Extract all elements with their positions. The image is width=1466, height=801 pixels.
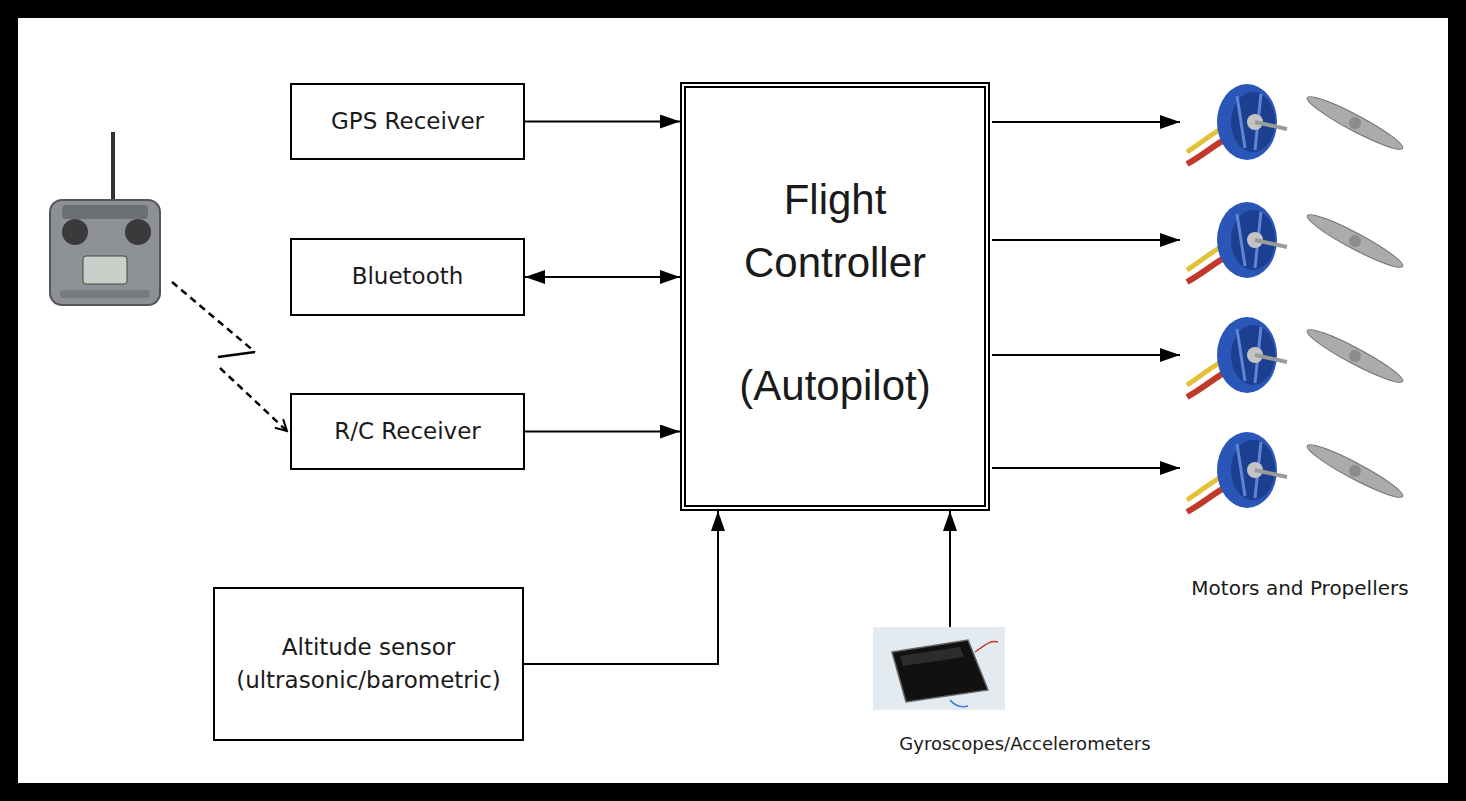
component-box: GPS Receiver — [290, 83, 525, 160]
node-text: GPS Receiver — [331, 105, 484, 138]
sensor-box: Altitude sensor (ultrasonic/barometric) — [213, 587, 524, 741]
node-text: Flight Controller — [720, 168, 950, 294]
signal-arrow — [949, 511, 951, 627]
node-text: Gyroscopes/Accelerometers — [896, 731, 1153, 757]
radio-link — [172, 282, 287, 431]
signal-arrow — [525, 121, 680, 123]
node-text: (Autopilot) — [739, 354, 930, 417]
signal-arrow — [525, 276, 680, 278]
motor-arrows — [992, 122, 1180, 468]
motor-propeller — [1187, 84, 1406, 512]
remote-transmitter — [50, 132, 160, 305]
node-text: Altitude sensor (ultrasonic/barometric) — [223, 631, 514, 698]
signal-arrow — [524, 511, 718, 664]
node-text: R/C Receiver — [334, 415, 481, 448]
signal-arrow — [525, 431, 680, 433]
imu-chip — [873, 627, 1005, 710]
controller-box: Flight Controller (Autopilot) — [680, 82, 990, 511]
node-text: Bluetooth — [352, 260, 464, 293]
group-caption: Motors and Propellers — [1188, 576, 1411, 600]
component-box: Bluetooth — [290, 238, 525, 316]
page-ground — [18, 18, 1448, 783]
component-box: R/C Receiver — [290, 393, 525, 470]
sensor-chip: Gyroscopes/Accelerometers — [870, 627, 1180, 759]
